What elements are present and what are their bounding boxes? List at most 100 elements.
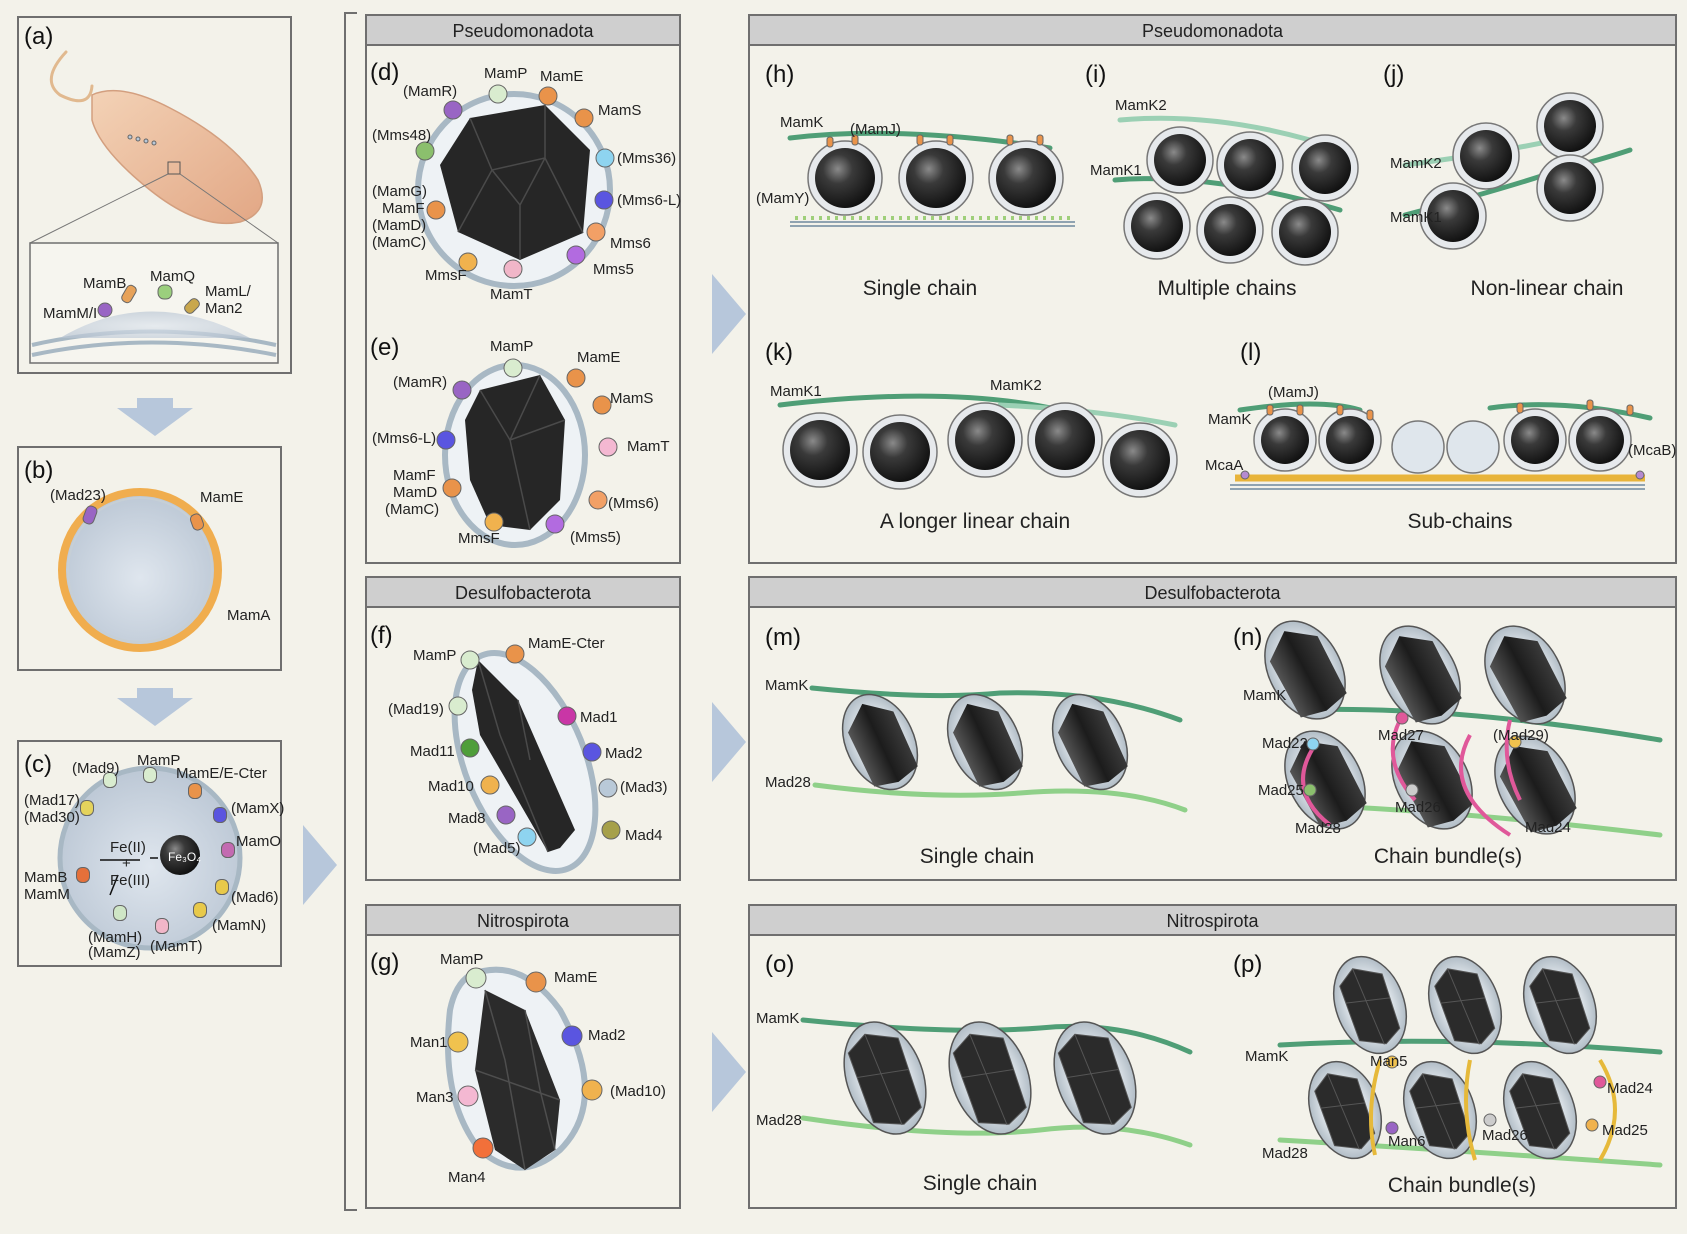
magnetite-crystal	[1511, 416, 1559, 464]
label: MamE-Cter	[528, 635, 605, 652]
crystal	[1057, 1033, 1132, 1125]
panel-letter: (p)	[1233, 951, 1262, 978]
protein-marker	[213, 807, 227, 823]
magnetite-particle	[160, 835, 200, 875]
elongated-magnetosome	[946, 693, 1024, 791]
label: MamP	[490, 338, 533, 355]
magnetite-crystal	[955, 410, 1015, 470]
panel-a-frame	[17, 16, 292, 374]
crystal-facets	[1440, 968, 1485, 1045]
label: MamS	[598, 102, 641, 119]
label: (Mad9)	[72, 760, 120, 777]
mamj-protein	[1036, 134, 1044, 146]
label: Man1	[410, 1034, 448, 1051]
magnetite-crystal	[906, 148, 966, 208]
protein-marker	[488, 84, 508, 104]
magnetite-crystal	[790, 420, 850, 480]
right-arrow	[712, 702, 746, 782]
crystal-facets	[962, 1034, 1014, 1126]
desulfobacterota-right-frame	[748, 576, 1677, 881]
protein-marker	[113, 905, 127, 921]
mamj-protein	[1626, 404, 1634, 416]
protein-marker	[193, 902, 207, 918]
panel-letter: (d)	[370, 59, 399, 86]
protein-marker	[436, 430, 456, 450]
protein-marker	[143, 767, 157, 783]
caption: Single chain	[920, 845, 1034, 868]
label: Mad26	[1482, 1127, 1528, 1144]
protein-marker	[1385, 1121, 1399, 1135]
reaction-arrow	[109, 874, 119, 896]
label: (MamG)	[372, 183, 427, 200]
nitrospirota-right-frame	[748, 904, 1677, 1209]
label: MamE	[577, 349, 620, 366]
bullet-crystal	[1499, 746, 1577, 833]
nitrospirota-right-frame-bar	[748, 904, 1677, 936]
protein-marker	[566, 245, 586, 265]
elongated-magnetosome	[1051, 693, 1129, 791]
mamk-filament	[1237, 401, 1363, 413]
panel-letter: (k)	[765, 339, 793, 366]
label: Mad24	[1607, 1080, 1653, 1097]
mcab-protein	[1635, 470, 1645, 480]
label: Man5	[1370, 1053, 1408, 1070]
chain-dot	[143, 138, 149, 144]
nitrospirota-left-frame	[365, 904, 681, 1209]
elongated-magnetosome	[1333, 955, 1407, 1055]
label: (Mms5)	[570, 529, 621, 546]
caption: Chain bundle(s)	[1388, 1174, 1536, 1197]
panel-letter: (g)	[370, 949, 399, 976]
protein-marker	[503, 259, 523, 279]
crystal-facets	[477, 659, 549, 853]
panel-c-frame	[17, 740, 282, 967]
mamq-protein	[157, 284, 173, 300]
protein-marker	[457, 1085, 479, 1107]
magnetite-crystal	[815, 148, 875, 208]
protein-marker	[1405, 783, 1419, 797]
label: Mad11	[410, 743, 455, 760]
mamm-protein	[97, 302, 113, 318]
label: MamE	[200, 489, 243, 506]
protein-marker	[1483, 1113, 1497, 1127]
label: +	[122, 855, 131, 872]
crystal	[1529, 968, 1591, 1045]
mamj-protein	[1586, 399, 1594, 411]
panel-letter: (e)	[370, 334, 399, 361]
pseudomonadota-right-frame-title: Pseudomonadota	[1142, 21, 1284, 41]
label: MamK	[1243, 687, 1286, 704]
label: Mad4	[625, 827, 663, 844]
protein-marker	[496, 805, 516, 825]
elongated-magnetosome	[1264, 620, 1347, 720]
protein-marker	[465, 967, 487, 989]
panel-letter: (a)	[24, 23, 53, 50]
label: Mad28	[1262, 1145, 1308, 1162]
label: Mad1	[580, 709, 618, 726]
cell-membrane	[1230, 484, 1645, 490]
pseudomonadota-left-frame-bar	[365, 14, 681, 46]
protein-marker	[480, 775, 500, 795]
protein-marker	[566, 368, 586, 388]
label: Mad24	[1525, 819, 1571, 836]
label: MamA	[227, 607, 270, 624]
elongated-magnetosome	[1308, 1060, 1382, 1160]
crystal	[1509, 1073, 1571, 1150]
panel-frames	[17, 12, 1677, 1211]
cell-membrane	[790, 221, 1075, 227]
crystal-facets	[479, 374, 566, 531]
label: Mms5	[593, 261, 634, 278]
label: (Mad17)	[24, 792, 80, 809]
elongated-magnetosome	[1523, 955, 1597, 1055]
maml-protein	[184, 298, 200, 314]
label: MamK	[1208, 411, 1251, 428]
flagellum	[49, 50, 94, 103]
label: Fe₃O₄	[168, 850, 201, 864]
protein-marker	[76, 867, 90, 883]
label: (Mad10)	[610, 1083, 666, 1100]
group-bracket	[344, 12, 357, 1211]
protein-marker	[447, 1031, 469, 1053]
mamk-filament	[1487, 402, 1653, 421]
label: Mad28	[756, 1112, 802, 1129]
text-layer: PseudomonadotaDesulfobacterotaNitrospiro…	[24, 21, 1676, 1197]
crystal	[1434, 968, 1496, 1045]
